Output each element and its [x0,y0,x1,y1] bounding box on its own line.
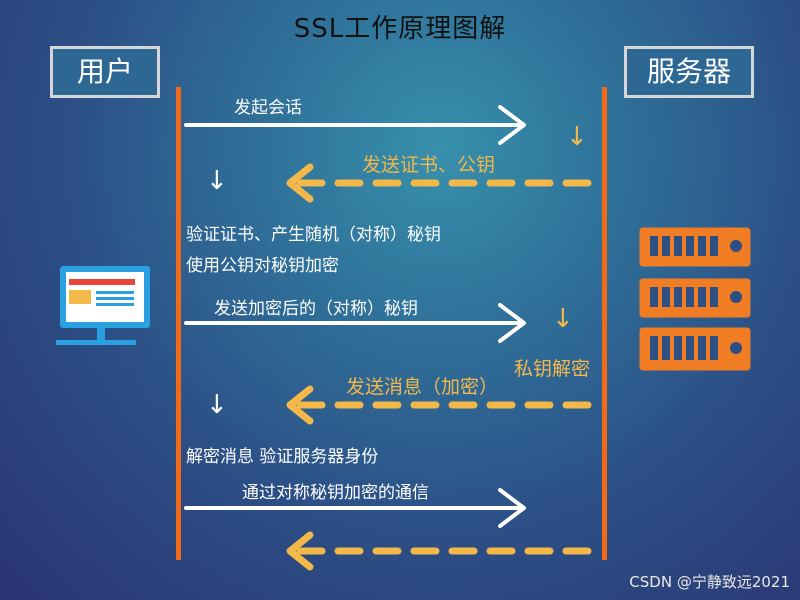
page-title: SSL工作原理图解 [293,14,507,44]
note-decrypt-verify: 解密消息 验证服务器身份 [186,447,379,467]
note-private-key-decrypt: 私钥解密 [514,358,591,380]
message-send-encrypted: 发送消息（加密） [346,376,499,398]
down-arrow-icon: ↓ [206,166,228,196]
down-arrow-icon: ↓ [566,122,588,152]
server-rack-icon [639,227,751,371]
user-actor-label: 用户 [76,55,133,88]
server-actor-label: 服务器 [646,55,731,88]
message-encrypted-communication: 通过对称秘钥加密的通信 [242,483,429,503]
server-lifeline [602,87,607,560]
note-encrypt-key: 使用公钥对秘钥加密 [186,256,339,276]
note-verify-certificate: 验证证书、产生随机（对称）秘钥 [186,225,441,245]
watermark: CSDN @宁静致远2021 [629,573,790,591]
arrow-send-certificate [286,163,602,203]
arrow-start-session [184,105,526,145]
arrow-send-key [184,303,526,343]
arrow-server-response [286,531,602,571]
down-arrow-icon: ↓ [552,304,574,334]
user-lifeline [176,87,181,560]
arrow-send-message [286,385,602,425]
arrow-encrypted-communication [184,488,526,528]
message-send-certificate: 发送证书、公钥 [362,154,496,176]
user-actor-box: 用户 [50,46,160,98]
message-start-session: 发起会话 [234,98,302,118]
monitor-icon [56,266,150,345]
down-arrow-icon: ↓ [206,390,228,420]
server-actor-box: 服务器 [624,46,754,98]
message-send-key: 发送加密后的（对称）秘钥 [214,299,418,319]
